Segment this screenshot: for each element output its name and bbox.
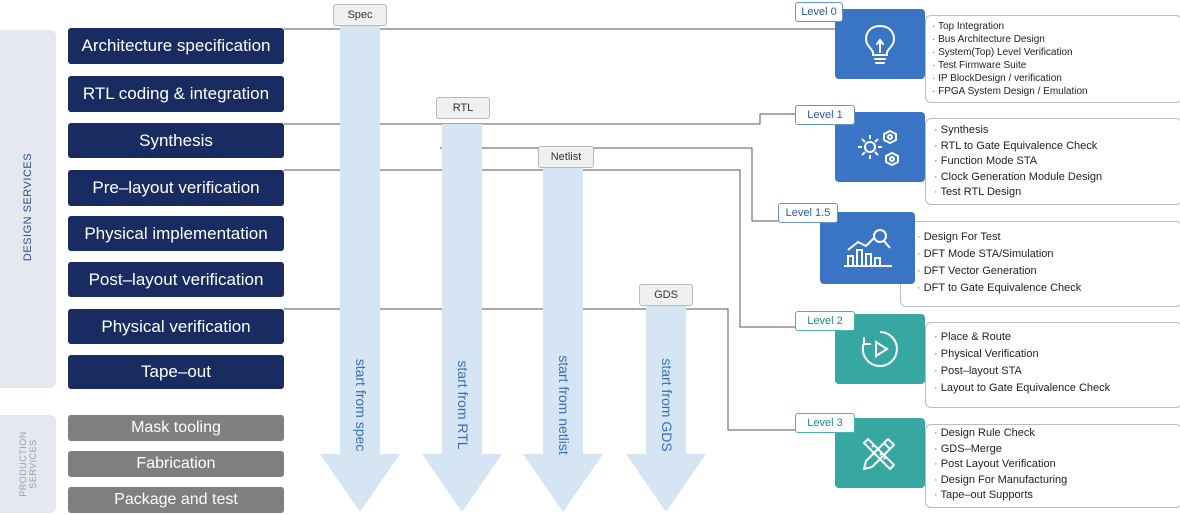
list-item: FPGA System Design / Emulation [932, 85, 1180, 98]
connector-level-2 [284, 169, 835, 328]
list-item: GDS–Merge [934, 442, 1180, 458]
level-1-5-icon-box [820, 212, 915, 284]
list-item: Post Layout Verification [934, 457, 1180, 473]
stage-synthesis: Synthesis [68, 123, 284, 158]
list-item: DFT Vector Generation [917, 263, 1180, 280]
tag-netlist: Netlist [538, 146, 594, 168]
stage-package-and-test: Package and test [68, 487, 284, 513]
arrow-start-from-rtl [422, 124, 502, 512]
level-0-tag: Level 0 [795, 2, 843, 22]
level-0-icon-box [835, 9, 925, 79]
list-item: Bus Architecture Design [932, 33, 1180, 46]
list-item: Test RTL Design [934, 185, 1180, 201]
list-item: Tape–out Supports [934, 488, 1180, 504]
list-item: System(Top) Level Verification [932, 46, 1180, 59]
arrow-start-from-netlist [523, 167, 603, 512]
level-3-tag: Level 3 [795, 413, 855, 433]
list-item: Test Firmware Suite [932, 59, 1180, 72]
list-item: DFT Mode STA/Simulation [917, 246, 1180, 263]
arrow-start-from-spec [320, 26, 400, 512]
stage-physical-verification: Physical verification [68, 309, 284, 344]
list-item: IP BlockDesign / verification [932, 72, 1180, 85]
list-item: Function Mode STA [934, 154, 1180, 170]
stage-mask-tooling: Mask tooling [68, 415, 284, 441]
level-2-tag: Level 2 [795, 311, 855, 331]
level-1-5-tag: Level 1.5 [778, 203, 838, 223]
pencil-ruler-icon [863, 438, 895, 470]
play-circle-icon [861, 331, 898, 367]
list-item: Post–layout STA [934, 363, 1180, 380]
stage-physical-implementation: Physical implementation [68, 216, 284, 251]
list-item: RTL to Gate Equivalence Check [934, 139, 1180, 155]
level-3-list: Design Rule Check GDS–Merge Post Layout … [925, 424, 1180, 508]
lightbulb-icon [864, 24, 896, 64]
arrow-start-from-gds [626, 305, 706, 512]
stage-architecture-specification: Architecture specification [68, 28, 284, 64]
arrow-label-gds: start from GDS [659, 358, 675, 452]
design-services-panel: DESIGN SERVICES [0, 30, 56, 388]
level-1-list: Synthesis RTL to Gate Equivalence Check … [925, 118, 1180, 205]
stage-pre-layout-verification: Pre–layout verification [68, 170, 284, 206]
production-services-label: PRODUCTION SERVICES [18, 431, 38, 497]
arrow-label-netlist: start from netlist [556, 355, 572, 455]
bar-chart-magnifier-icon [843, 229, 892, 267]
level-1-tag: Level 1 [795, 105, 855, 125]
stage-tape-out: Tape–out [68, 355, 284, 389]
list-item: Design Rule Check [934, 426, 1180, 442]
list-item: Clock Generation Module Design [934, 170, 1180, 186]
level-2-list: Place & Route Physical Verification Post… [925, 322, 1180, 408]
list-item: Design For Test [917, 229, 1180, 246]
tag-spec: Spec [333, 4, 387, 26]
list-item: Top Integration [932, 20, 1180, 33]
arrow-label-rtl: start from RTL [455, 360, 471, 450]
level-1-5-list: Design For Test DFT Mode STA/Simulation … [900, 221, 1180, 307]
gears-icon [858, 129, 899, 167]
level-0-list: Top Integration Bus Architecture Design … [925, 15, 1180, 103]
list-item: DFT to Gate Equivalence Check [917, 280, 1180, 297]
list-item: Layout to Gate Equivalence Check [934, 380, 1180, 397]
stage-post-layout-verification: Post–layout verification [68, 262, 284, 297]
production-services-panel: PRODUCTION SERVICES [0, 415, 56, 513]
stage-rtl-coding: RTL coding & integration [68, 76, 284, 112]
tag-rtl: RTL [436, 97, 490, 119]
list-item: Place & Route [934, 329, 1180, 346]
arrow-label-spec: start from spec [353, 358, 369, 452]
list-item: Synthesis [934, 123, 1180, 139]
tag-gds: GDS [639, 284, 693, 306]
list-item: Physical Verification [934, 346, 1180, 363]
stage-fabrication: Fabrication [68, 451, 284, 477]
list-item: Design For Manufacturing [934, 473, 1180, 489]
design-services-label: DESIGN SERVICES [22, 152, 34, 262]
connector-level-3 [284, 308, 835, 431]
